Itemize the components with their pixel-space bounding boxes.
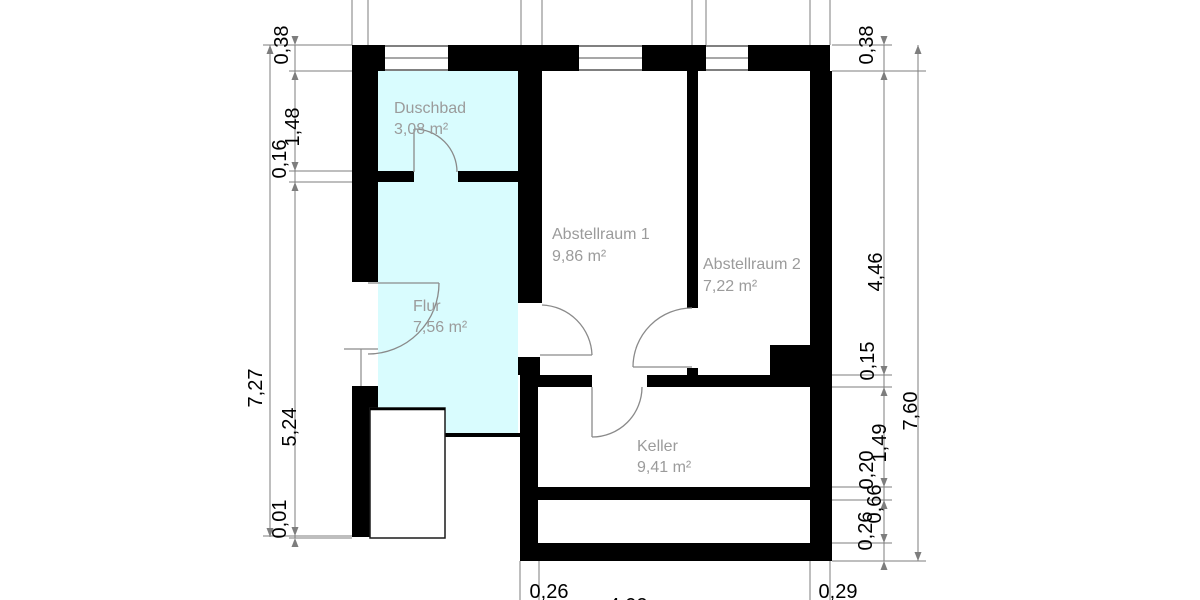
wall-segment	[518, 357, 540, 375]
room-area: 3,08 m²	[394, 121, 449, 138]
room-label-keller: Keller 9,41 m²	[637, 438, 692, 476]
dimension-arrow-icon	[914, 45, 922, 54]
dim-label-bottom-0: 0,26	[530, 581, 569, 600]
wall-segment	[445, 433, 520, 437]
dim-label-right-4: 0,20	[856, 451, 878, 490]
door-swing-flur-icon	[367, 282, 440, 355]
room-area: 9,86 m²	[552, 248, 607, 265]
room-label-layer: Duschbad 3,08 m² Flur 7,56 m² Abstellrau…	[394, 100, 801, 476]
wall-segment	[748, 45, 830, 71]
wall-segment	[687, 71, 698, 308]
wall-segment	[458, 171, 542, 182]
dim-label-right-1: 4,46	[865, 253, 887, 292]
dimension-arrow-icon	[880, 71, 888, 80]
room-label-flur: Flur 7,56 m²	[413, 298, 468, 336]
room-name: Abstellraum 1	[552, 226, 650, 243]
dim-label-right-6: 0,26	[855, 512, 877, 551]
dim-label-right-0: 0,38	[856, 26, 878, 65]
dimension-arrow-icon	[880, 561, 888, 570]
wall-segment	[538, 487, 810, 500]
dimension-arrow-icon	[266, 45, 274, 54]
door-swing-abstellraum2-icon	[632, 307, 693, 368]
room-label-abstellraum1: Abstellraum 1 9,86 m²	[552, 226, 650, 265]
dimension-label-layer: 7,27 0,38 1,48 0,16 5,24 0,01 0,38 4,46 …	[245, 26, 922, 600]
room-fill-duschbad-flur	[378, 71, 518, 433]
room-name: Flur	[413, 298, 441, 315]
room-label-abstellraum2: Abstellraum 2 7,22 m²	[703, 256, 801, 295]
dimension-arrow-icon	[880, 478, 888, 487]
door-swing-duschbad-icon	[413, 128, 458, 173]
dim-label-right-5: 0,66	[864, 485, 886, 524]
wall-segment	[352, 45, 385, 71]
dim-label-right-outer: 7,60	[900, 392, 922, 431]
dim-label-right-3: 1,49	[869, 424, 891, 463]
wall-segment	[538, 543, 810, 561]
dimension-layer	[263, 0, 926, 600]
staircase-box	[369, 407, 446, 539]
wall-segment	[770, 345, 832, 387]
room-fill-layer	[378, 71, 518, 433]
room-name: Abstellraum 2	[703, 256, 801, 273]
dim-label-left-1: 1,48	[282, 108, 304, 147]
room-name: Duschbad	[394, 100, 466, 117]
window-icon	[579, 45, 642, 71]
dimension-arrow-icon	[291, 538, 299, 547]
wall-segment	[518, 71, 542, 303]
dim-label-left-2: 0,16	[269, 140, 291, 179]
wall-layer	[352, 45, 832, 561]
wall-segment	[810, 387, 832, 561]
dimension-arrow-icon	[266, 528, 274, 537]
room-area: 9,41 m²	[637, 459, 692, 476]
wall-segment	[647, 375, 770, 387]
dim-label-bottom-2: 0,29	[819, 581, 858, 600]
wall-segment	[448, 45, 579, 71]
wall-segment	[352, 71, 378, 282]
dim-label-left-4: 0,01	[269, 500, 291, 539]
room-label-duschbad: Duschbad 3,08 m²	[394, 100, 466, 138]
dimension-arrow-icon	[880, 36, 888, 45]
door-swing-keller-icon	[591, 386, 643, 438]
dim-label-bottom-1: 4,02	[609, 595, 648, 600]
window-layer	[385, 45, 748, 71]
dimension-arrow-icon	[914, 552, 922, 561]
dim-label-right-2: 0,15	[857, 342, 879, 381]
dimension-arrow-icon	[880, 500, 888, 509]
dimension-arrow-icon	[291, 162, 299, 171]
dimension-arrow-icon	[291, 71, 299, 80]
wall-segment	[687, 368, 698, 375]
dimension-arrow-icon	[880, 387, 888, 396]
dimension-arrow-icon	[880, 534, 888, 543]
door-layer	[367, 128, 693, 438]
room-name: Keller	[637, 438, 679, 455]
dimension-arrow-icon	[291, 527, 299, 536]
dim-label-left-3: 5,24	[279, 408, 301, 447]
wall-segment	[538, 375, 592, 387]
wall-segment	[810, 71, 832, 345]
dim-label-left-0: 0,38	[271, 26, 293, 65]
window-icon	[706, 45, 748, 71]
dim-label-left-outer: 7,27	[245, 369, 267, 408]
room-area: 7,22 m²	[703, 278, 758, 295]
dimension-arrow-icon	[291, 36, 299, 45]
door-swing-abstellraum1-icon	[540, 304, 593, 356]
window-icon	[385, 45, 448, 71]
wall-break-icon	[344, 348, 378, 386]
dimension-arrow-icon	[291, 182, 299, 191]
dimension-arrow-icon	[880, 366, 888, 375]
wall-segment	[642, 45, 706, 71]
wall-segment	[520, 375, 538, 561]
room-area: 7,56 m²	[413, 319, 468, 336]
wall-segment	[378, 171, 414, 182]
